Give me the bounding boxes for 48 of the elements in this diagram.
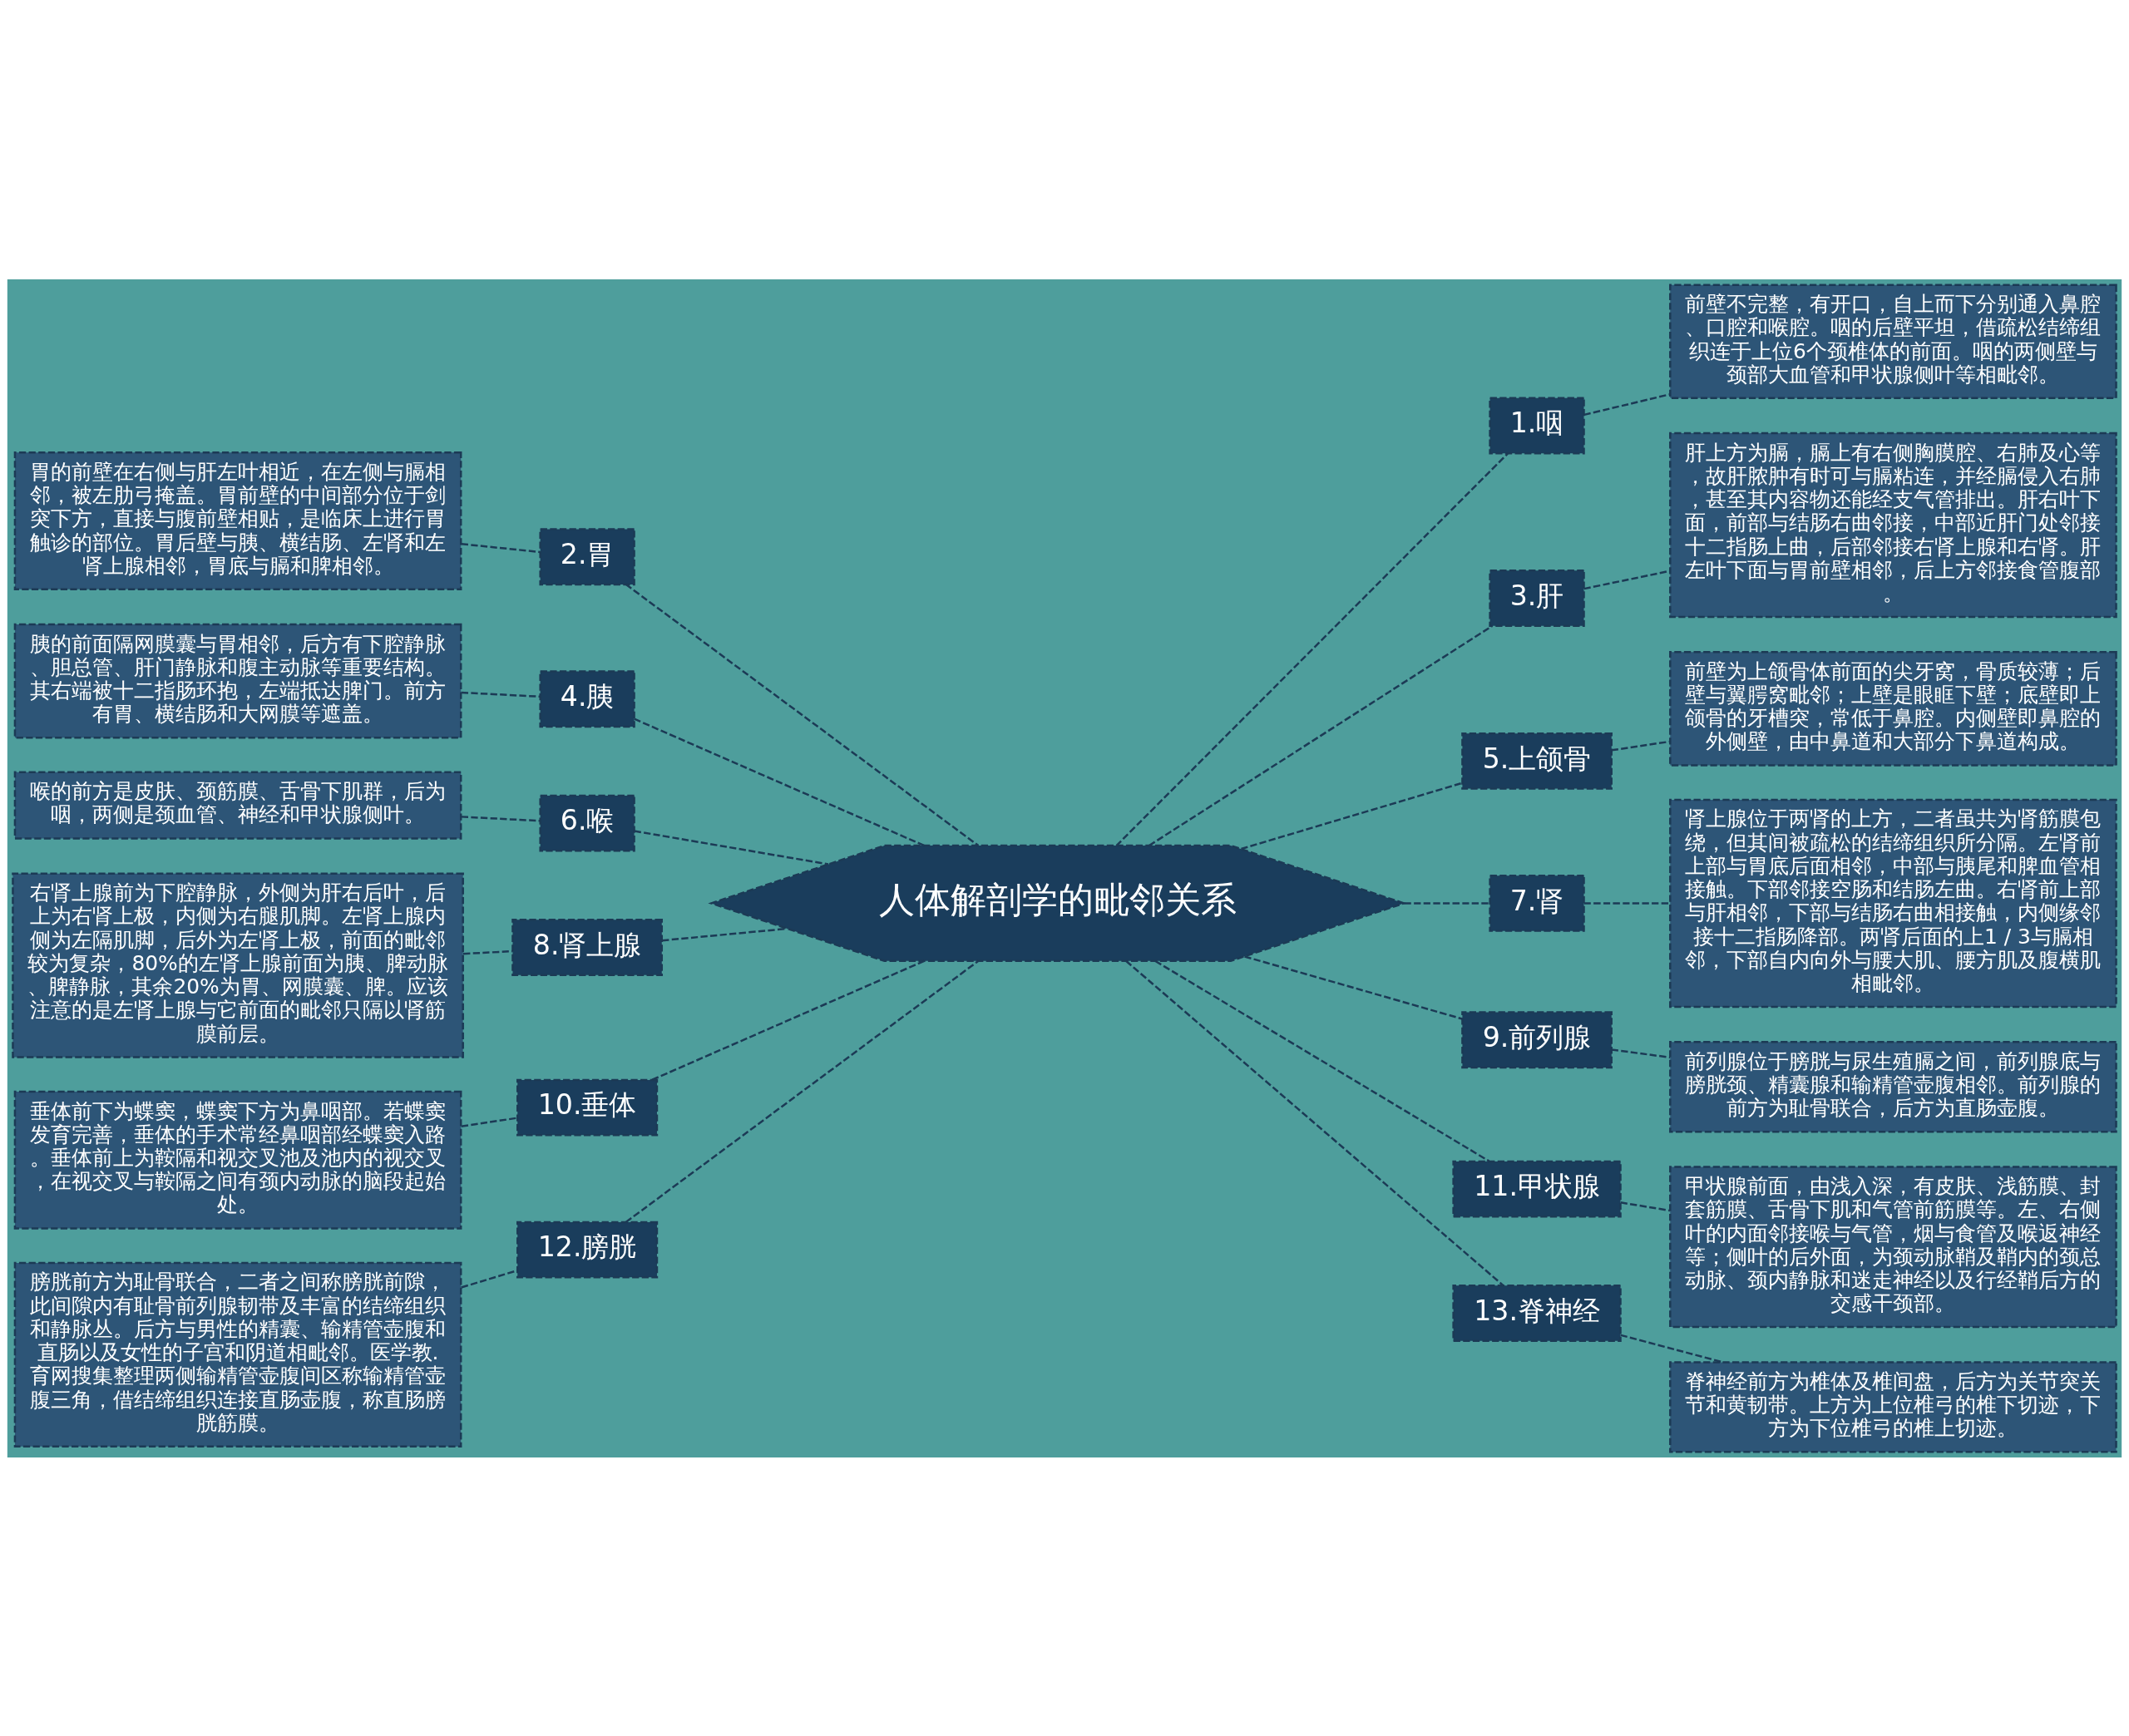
- node-box: 8.肾上腺: [511, 918, 663, 976]
- node-box: 垂体前下为蝶窦，蝶窦下方为鼻咽部。若蝶窦发育完善，垂体的手术常经鼻咽部经蝶窦入路。垂体前上为鞍隔和视交叉池及池内的视交叉，在视交叉与鞍隔之间有颈内动脉的脑段起始处。: [13, 1090, 462, 1230]
- connector: [1620, 1201, 1671, 1211]
- connector: [461, 815, 541, 821]
- connector: [1241, 782, 1463, 850]
- node-box: 前壁为上颌骨体前面的尖牙窝，骨质较薄；后壁与翼腭窝毗邻；上壁是眼眶下壁；底壁即上颌骨的牙槽突，常低于鼻腔。内侧壁即鼻腔的外侧壁，由中鼻道和大部分下鼻道构成。: [1669, 650, 2117, 767]
- node-box: 右肾上腺前为下腔静脉，外侧为肝右后叶，后上为右肾上极，内侧为右腿肌脚。左肾上腺内侧为左隔肌脚，后外为左肾上极，前面的毗邻较为复杂，80%的左肾上腺前面为胰、脾动脉、脾静脉，其余20%为胃、网膜囊、脾。应该注意的是左肾上腺与它前面的毗邻只隔以肾筋膜前层。: [12, 872, 464, 1058]
- connector: [1404, 901, 1490, 905]
- node-box: 12.膀胱: [516, 1221, 659, 1279]
- node-box: 1.咽: [1489, 397, 1585, 454]
- node-box: 11.甲状腺: [1452, 1160, 1622, 1218]
- node-box: 2.胃: [539, 527, 635, 585]
- node-box: 胰的前面隔网膜囊与胃相邻，后方有下腔静脉、胆总管、肝门静脉和腹主动脉等重要结构。其右端被十二指肠环抱，左端抵达脾门。前方有胃、横结肠和大网膜等遮盖。: [13, 623, 462, 738]
- connector: [625, 959, 980, 1223]
- connector: [461, 1116, 518, 1127]
- connector: [1583, 392, 1671, 416]
- connector: [634, 718, 926, 846]
- node-box: 7.肾: [1489, 874, 1585, 932]
- node-box: 3.肝: [1489, 569, 1585, 627]
- connector: [461, 691, 541, 698]
- node-box: 喉的前方是皮肤、颈筋膜、舌骨下肌群，后为咽，两侧是颈血管、神经和甲状腺侧叶。: [13, 770, 462, 840]
- node-box: 膀胱前方为耻骨联合，二者之间称膀胱前隙，此间隙内有耻骨前列腺韧带及丰富的结缔组织和静脉丛。后方与男性的精囊、输精管壶腹和直肠以及女性的子宫和阴道相毗邻。医学教.育网搜集整理两侧输精管壶腹间区称输精管壶腹三角，借结缔组织连接直肠壶腹，称直肠膀胱筋膜。: [13, 1261, 462, 1447]
- node-box: 甲状腺前面，由浅入深，有皮肤、浅筋膜、封套筋膜、舌骨下肌和气管前筋膜等。左、右侧叶的内面邻接喉与气管，烟与食管及喉返神经等；侧叶的后外面，为颈动脉鞘及鞘内的颈总动脉、颈内静脉和迷走神经以及行经鞘后方的交感干颈部。: [1669, 1165, 2117, 1328]
- connector: [634, 829, 829, 866]
- node-box: 脊神经前方为椎体及椎间盘，后方为关节突关节和黄韧带。上方为上位椎弓的椎下切迹，下方为下位椎弓的椎上切迹。: [1669, 1360, 2117, 1453]
- node-box: 肝上方为膈，膈上有右侧胸膜腔、右肺及心等，故肝脓肿有时可与膈粘连，并经膈侵入右肺，甚至其内容物还能经支气管排出。肝右叶下面，前部与结肠右曲邻接，中部近肝门处邻接十二指肠上曲，后部邻接右肾上腺和右肾。肝左叶下面与胃前壁相邻，后上方邻接食管腹部。: [1669, 432, 2117, 618]
- node-box: 肾上腺位于两肾的上方，二者虽共为肾筋膜包绕，但其间被疏松的结缔组织所分隔。左肾前上部与胃底后面相邻，中部与胰尾和脾血管相接触。下部邻接空肠和结肠左曲。右肾前上部与肝相邻，下部与结肠右曲相接触，内侧缘邻接十二指肠降部。两肾后面的上1 / 3与膈相邻，下部自内向外与腰大肌、腰方肌及腹横肌相毗邻。: [1669, 798, 2117, 1008]
- connector: [1583, 901, 1670, 905]
- connector: [1620, 1334, 1723, 1364]
- connector: [1115, 452, 1509, 846]
- node-box: 6.喉: [539, 794, 635, 852]
- connector: [625, 583, 980, 846]
- connector: [1148, 624, 1493, 846]
- node-box: 5.上颌骨: [1461, 732, 1613, 790]
- connector: [1125, 959, 1504, 1286]
- node-box: 胃的前壁在右侧与肝左叶相近，在左侧与膈相邻，被左肋弓掩盖。胃前壁的中间部分位于剑突下方，直接与腹前壁相贴，是临床上进行胃触诊的部位。胃后壁与胰、横结肠、左肾和左肾上腺相邻，胃底与膈和脾相邻。: [13, 451, 462, 590]
- connector: [1611, 740, 1671, 752]
- node-box: 4.胰: [539, 669, 635, 727]
- connector: [1611, 1048, 1671, 1058]
- connector: [462, 949, 513, 954]
- node-box: 10.垂体: [516, 1078, 659, 1137]
- node-box: 前壁不完整，有开口，自上而下分别通入鼻腔、口腔和喉腔。咽的后壁平坦，借疏松结缔组织连于上位6个颈椎体的前面。咽的两侧壁与颈部大血管和甲状腺侧叶等相毗邻。: [1669, 283, 2117, 399]
- node-box: 9.前列腺: [1461, 1010, 1613, 1068]
- node-box: 13.脊神经: [1452, 1284, 1622, 1342]
- connector: [1154, 959, 1490, 1162]
- connector: [461, 542, 541, 553]
- node-box: 前列腺位于膀胱与尿生殖膈之间，前列腺底与膀胱颈、精囊腺和输精管壶腹相邻。前列腺的前方为耻骨联合，后方为直肠壶腹。: [1669, 1040, 2117, 1132]
- connector: [1244, 954, 1463, 1020]
